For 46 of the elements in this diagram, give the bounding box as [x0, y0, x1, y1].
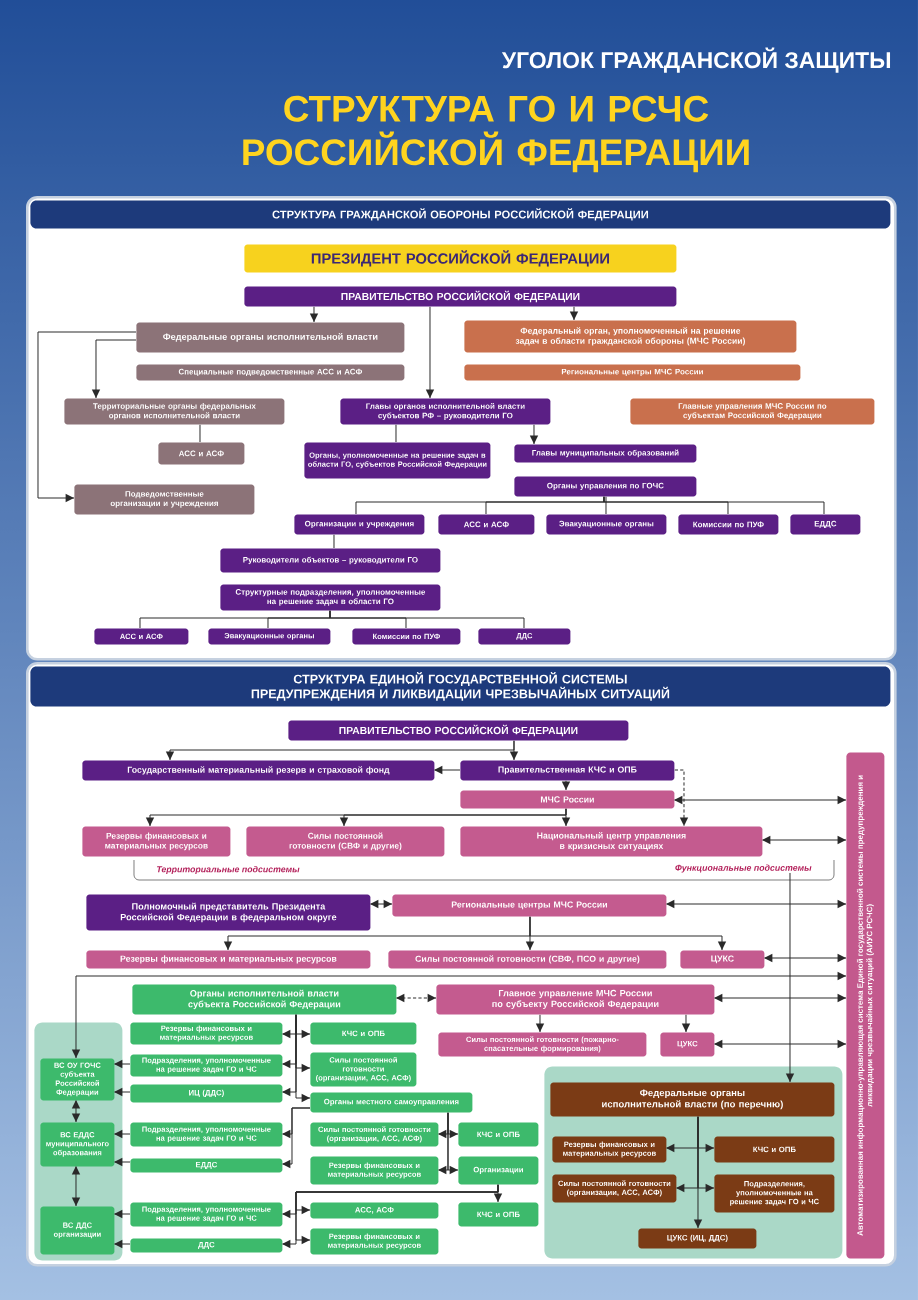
arrow — [509, 740, 519, 761]
dashed-arrow — [396, 993, 437, 1003]
dashed-arrow — [674, 769, 689, 827]
arrow — [447, 1112, 459, 1175]
connector-line — [329, 610, 525, 629]
arrow — [71, 971, 847, 1059]
connector-line — [333, 534, 335, 549]
arrow — [114, 1239, 131, 1249]
arrow — [434, 765, 461, 775]
arrow — [37, 331, 137, 503]
arrow — [764, 953, 847, 963]
connector-line — [603, 496, 825, 515]
title: СТРУКТУРА ГО И РСЧС РОССИЙСКОЙ ФЕДЕРАЦИИ — [243, 95, 749, 173]
arrow — [693, 1116, 703, 1229]
arrow — [666, 899, 847, 909]
arrow — [91, 339, 137, 399]
arrow — [535, 1014, 545, 1033]
connector-line — [199, 424, 201, 443]
arrow — [714, 993, 847, 1003]
arrow — [674, 795, 847, 805]
arrow — [339, 808, 567, 827]
arrow — [114, 1087, 131, 1097]
arrow — [762, 835, 847, 845]
arrow — [71, 1100, 81, 1123]
arrow — [561, 808, 571, 827]
arrow — [114, 1209, 131, 1219]
connector-line — [605, 496, 607, 515]
arrow — [529, 424, 539, 445]
connector-line — [395, 424, 397, 443]
arrow — [569, 306, 579, 321]
arrow — [295, 1014, 311, 1103]
arrow — [425, 306, 435, 399]
arrow — [282, 1107, 311, 1169]
arrow — [785, 872, 795, 1083]
arrow — [114, 1059, 131, 1069]
arrow — [114, 1157, 131, 1167]
arrow — [114, 1129, 131, 1139]
connector-line — [485, 496, 605, 515]
arrow — [561, 780, 571, 791]
arrow — [370, 899, 393, 909]
arrow — [71, 1166, 81, 1207]
arrow — [681, 1014, 691, 1033]
arrow — [529, 916, 727, 951]
arrow — [714, 1039, 847, 1049]
arrow — [309, 306, 319, 323]
header-label: УГОЛОК ГРАЖДАНСКОЙ ЗАЩИТЫ — [501, 47, 891, 73]
